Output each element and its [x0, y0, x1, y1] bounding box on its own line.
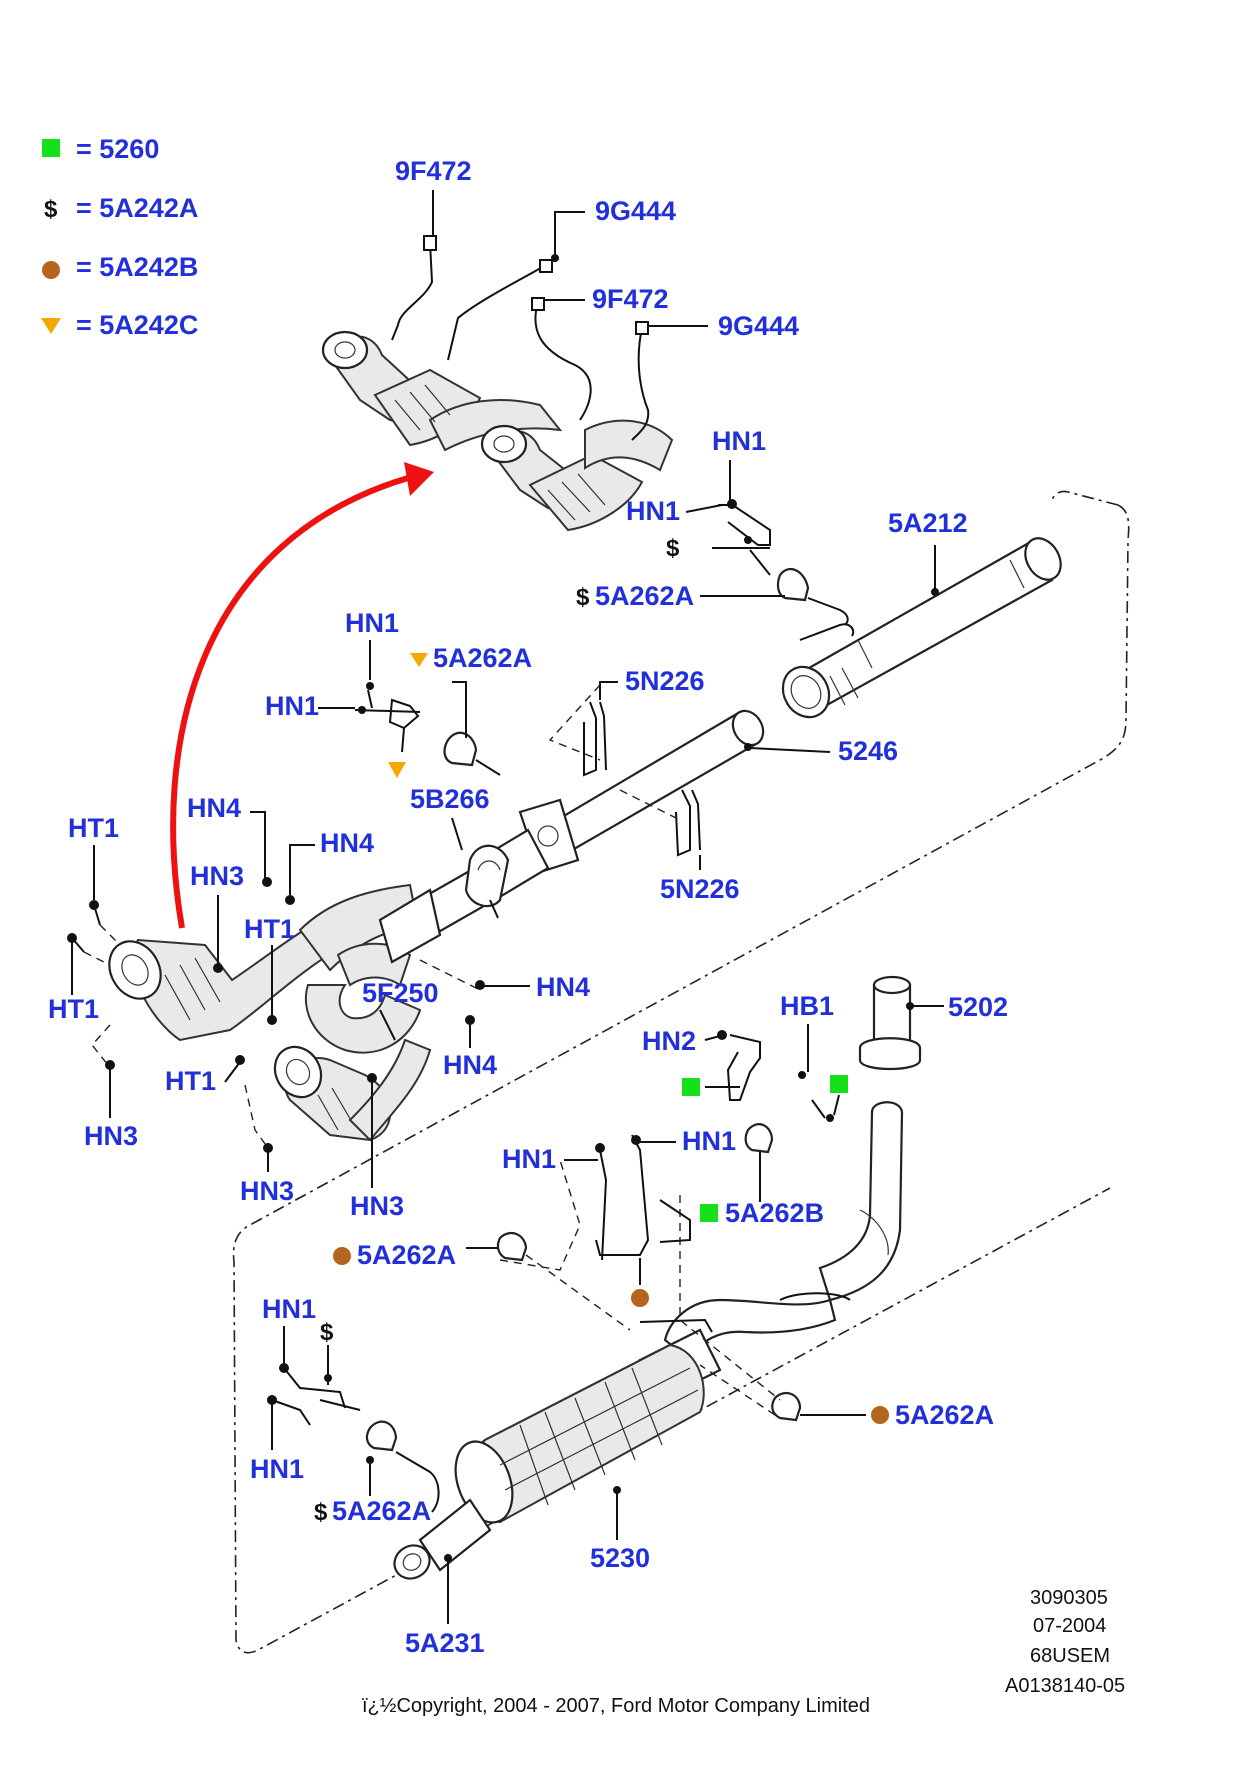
label-5a262a-top: 5A262A [595, 581, 694, 611]
labels-top-right: HN1 HN1 $ $ 5A262A 5A212 [576, 426, 968, 611]
label-5a262a-low-left: 5A262A [357, 1240, 456, 1270]
label-5230: 5230 [590, 1543, 650, 1573]
fasteners-left [67, 877, 485, 1153]
label-hn1-bottom-a: HN1 [262, 1294, 316, 1324]
label-hn4-b: HN4 [320, 828, 374, 858]
hanger-bracket-top [700, 499, 849, 626]
label-hn2: HN2 [642, 1026, 696, 1056]
y-pipe-5f250 [108, 883, 481, 1142]
label-5f250: 5F250 [362, 978, 439, 1008]
ref-number: 3090305 [1030, 1587, 1108, 1609]
brown-dot-icon [42, 261, 60, 279]
label-hn3-b: HN3 [84, 1121, 138, 1151]
label-5b266: 5B266 [410, 784, 490, 814]
brown-dot-icon-c [871, 1406, 889, 1424]
brown-dot-icon-b [631, 1289, 649, 1307]
catalytic-converter-inset [321, 235, 674, 532]
label-5n226-lower: 5N226 [660, 874, 740, 904]
label-9g444-lower: 9G444 [718, 311, 799, 341]
footer: 3090305 07-2004 68USEM A0138140-05 ï¿½Co… [362, 1587, 1125, 1717]
label-hn3-d: HN3 [350, 1191, 404, 1221]
label-ht1-c: HT1 [48, 994, 99, 1024]
label-hn1-bottom-b: HN1 [250, 1454, 304, 1484]
orange-triangle-icon-mid-a [410, 653, 428, 667]
label-5a262a-bottom: 5A262A [332, 1496, 431, 1526]
label-5n226-upper: 5N226 [625, 666, 705, 696]
label-hb1: HB1 [780, 991, 834, 1021]
label-hn1-low-a: HN1 [502, 1144, 556, 1174]
label-hn3-a: HN3 [190, 861, 244, 891]
green-square-icon-c [700, 1204, 718, 1222]
label-ht1-b: HT1 [244, 914, 295, 944]
label-dollar-hanger-top: $ [576, 584, 590, 611]
copyright: ï¿½Copyright, 2004 - 2007, Ford Motor Co… [362, 1695, 870, 1717]
brown-dot-icon-a [333, 1247, 351, 1265]
label-dollar-top: $ [666, 535, 680, 562]
inset-labels: 9F472 9G444 9F472 9G444 [395, 156, 799, 341]
labels-lower-right: 5202 HB1 HN2 HN1 HN1 5A262B 5A262A 5A262… [333, 991, 1008, 1430]
label-ht1-a: HT1 [68, 813, 119, 843]
date: 07-2004 [1033, 1615, 1106, 1637]
legend: = 5260 $ = 5A242A = 5A242B = 5A242C [41, 134, 198, 340]
hanger-mid [354, 681, 501, 776]
green-square-icon-a [682, 1078, 700, 1096]
label-hn4-c: HN4 [536, 972, 590, 1002]
labels-middle: HN1 HN1 5A262A 5N226 5246 5B266 5N226 [265, 608, 898, 904]
label-ht1-d: HT1 [165, 1066, 216, 1096]
green-square-icon [42, 139, 60, 157]
red-arrow-icon [170, 462, 434, 929]
tailpipe-5202 [818, 975, 922, 1302]
label-5202: 5202 [948, 992, 1008, 1022]
legend-item-5a242c: = 5A242C [76, 310, 198, 340]
label-hn1-top-b: HN1 [626, 496, 680, 526]
label-5a262b: 5A262B [725, 1198, 824, 1228]
drawing-id: A0138140-05 [1005, 1675, 1125, 1697]
label-hn1-low-b: HN1 [682, 1126, 736, 1156]
labels-left: HN4 HN4 HN3 HT1 HT1 HT1 HN3 HT1 HN3 HN3 … [48, 793, 590, 1221]
label-5a262a-low-right: 5A262A [895, 1400, 994, 1430]
label-hn1-top-a: HN1 [712, 426, 766, 456]
label-9f472-upper: 9F472 [395, 156, 472, 186]
label-5a262a-mid: 5A262A [433, 643, 532, 673]
legend-item-5260: = 5260 [76, 134, 159, 164]
muffler-5230 [393, 1292, 851, 1580]
label-hn4-d: HN4 [443, 1050, 497, 1080]
orange-triangle-icon-mid-b [388, 762, 406, 778]
label-9g444-upper: 9G444 [595, 196, 676, 226]
label-hn4-a: HN4 [187, 793, 241, 823]
label-hn1-mid-b: HN1 [265, 691, 319, 721]
brackets-5n226 [548, 684, 701, 857]
label-5246: 5246 [838, 736, 898, 766]
legend-item-5a242a: = 5A242A [76, 193, 198, 223]
label-5a231: 5A231 [405, 1628, 485, 1658]
label-hn1-mid-a: HN1 [345, 608, 399, 638]
dollar-icon: $ [44, 196, 58, 223]
label-dollar-bottom: $ [320, 1319, 334, 1346]
label-dollar-hanger-bottom: $ [314, 1499, 328, 1526]
hangers-lower [496, 1030, 834, 1422]
pipe-5a212 [781, 537, 1062, 719]
hanger-group-bottom [267, 1345, 440, 1513]
label-9f472-lower: 9F472 [592, 284, 669, 314]
labels-bottom: HN1 $ HN1 $ 5A262A 5230 5A231 [250, 1294, 650, 1658]
green-square-icon-b [830, 1075, 848, 1093]
orange-triangle-icon [41, 318, 61, 334]
label-hn3-c: HN3 [240, 1176, 294, 1206]
assembly-boundary [232, 504, 1130, 1654]
clamp-5b266 [464, 844, 510, 919]
market-code: 68USEM [1030, 1645, 1110, 1667]
legend-item-5a242b: = 5A242B [76, 252, 198, 282]
label-5a212: 5A212 [888, 508, 968, 538]
